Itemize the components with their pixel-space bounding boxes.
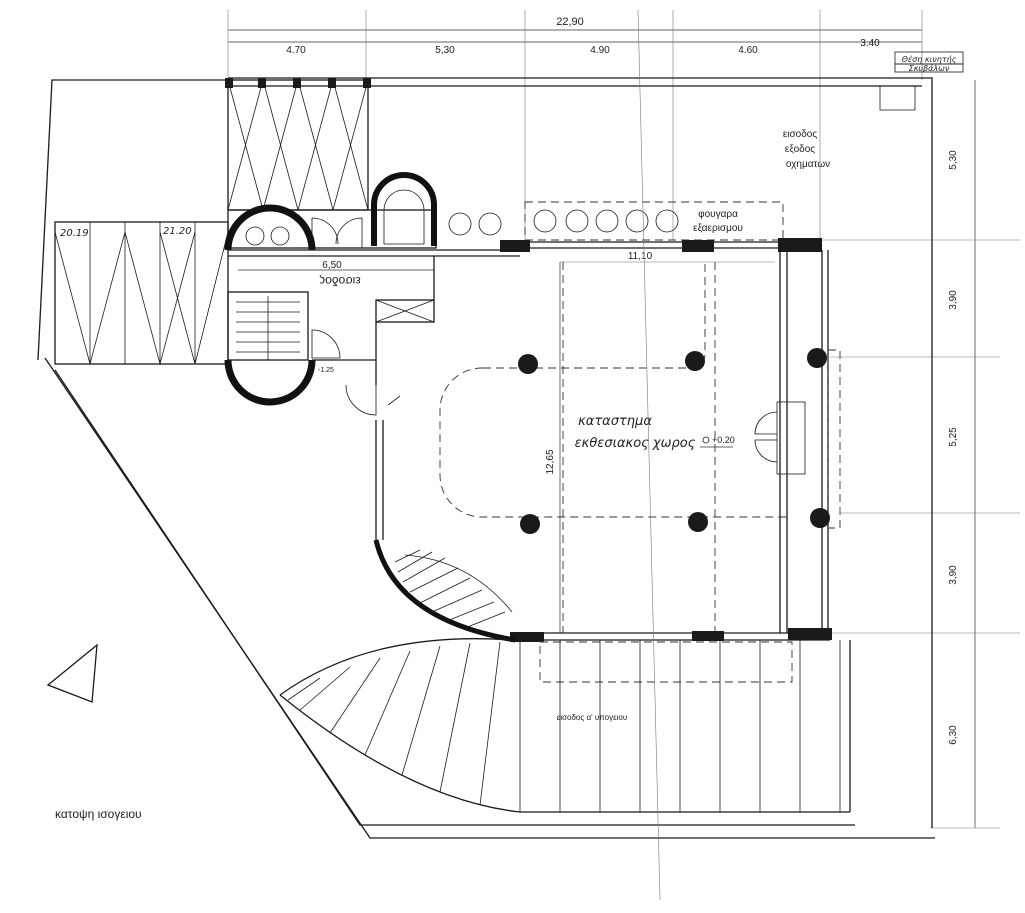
hall-width-dimension: 11,10 (628, 251, 653, 262)
parking-number-1: 20.19 (60, 228, 89, 239)
parking-number-2: 21.20 (163, 226, 192, 237)
space-label-line-1: καταστημα (578, 414, 652, 429)
basement-ramp: εισοδος α' υπογειου (279, 638, 851, 813)
right-dimension-3: 5,25 (948, 427, 959, 447)
top-bay (225, 78, 371, 211)
dimension-segment-2: 5,30 (435, 45, 455, 56)
waste-bin-note: Θέση κινητής Σκυβάλων (894, 51, 964, 73)
vehicle-entry-label: εισοδος (783, 129, 818, 140)
right-dimension-5: 6,30 (948, 725, 959, 745)
dimension-segment-3: 4.90 (590, 45, 610, 56)
parking-spaces: 20.19 21.20 (54, 221, 229, 366)
floor-level-mark: +0.20 (712, 435, 735, 445)
vehicle-exit-label: εξοδος (785, 144, 815, 155)
right-dimension-chain: 5,30 3,90 5,25 3,90 6,30 (822, 80, 1020, 829)
vent-label-line-2: εξαερισμου (693, 223, 743, 234)
dimension-segment-4: 4.60 (738, 45, 758, 56)
reference-line (637, 9, 661, 901)
vehicle-entrance-note: εισοδος εξοδος οχηματων (783, 129, 830, 170)
right-dimension-2: 3,90 (948, 290, 959, 310)
entrance-label: εισοδος (319, 274, 360, 288)
corner-note-line-1: Θέση κινητής (902, 54, 957, 64)
dimension-segment-5: 3.40 (860, 38, 880, 49)
small-level-note: -1.25 (318, 367, 334, 374)
plot-boundary (37, 77, 935, 839)
north-arrow-icon (46, 643, 98, 703)
stair-core: 6,50 εισοδος -1.25 (224, 172, 520, 416)
right-dimension-1: 5,30 (948, 150, 959, 170)
main-hall: 11,10 12,65 καταστημα εκθεσιακος χωρος +… (375, 238, 841, 642)
ventilation-chimneys: φουγαρα εξαερισμου (524, 201, 784, 241)
vehicle-label: οχηματων (786, 159, 830, 170)
vent-label-line-1: φουγαρα (698, 209, 738, 220)
space-label-line-2: εκθεσιακος χωρος (575, 436, 696, 451)
corner-note-line-2: Σκυβάλων (909, 64, 950, 73)
dimension-segment-1: 4.70 (286, 45, 306, 56)
plan-title: κατοψη ισογειου (55, 807, 142, 821)
top-dimension-chain: 22,90 4.70 5,30 4.90 4.60 3.40 (227, 10, 923, 240)
hall-depth-dimension: 12,65 (545, 449, 556, 474)
right-dimension-4: 3,90 (948, 565, 959, 585)
basement-entry-label: εισοδος α' υπογειου (557, 713, 627, 722)
curved-stair (373, 539, 516, 643)
total-dimension: 22,90 (556, 16, 584, 28)
entrance-width-dimension: 6,50 (322, 260, 342, 271)
